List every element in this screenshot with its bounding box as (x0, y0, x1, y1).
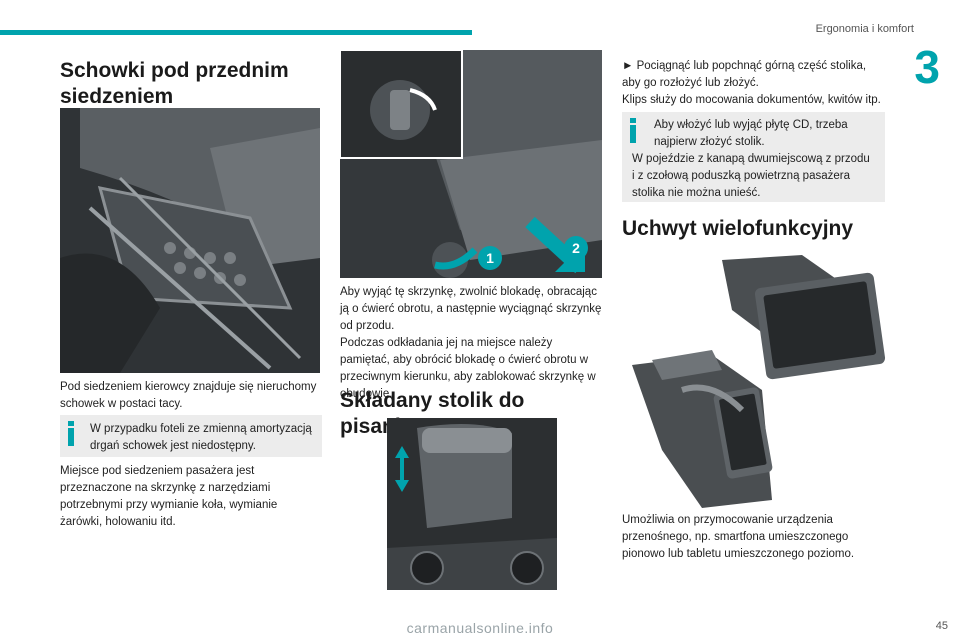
info-icon (630, 118, 636, 143)
under-seat-paragraph-2: Miejsce pod siedzeniem pasażera jest prz… (60, 465, 278, 528)
section-heading-multifunction-holder: Uchwyt wielofunkcyjny (622, 217, 854, 240)
header-accent-bar (0, 30, 472, 35)
callout-2: 2 (572, 240, 580, 256)
storage-box-paragraph-1: Aby wyjąć tę skrzynkę, zwolnić blokadę, … (340, 286, 602, 332)
note-text-line1: Aby włożyć lub wyjąć płytę CD, trzeba na… (654, 119, 848, 148)
callout-1: 1 (486, 250, 494, 266)
writing-table-instruction: ► Pociągnąć lub popchnąć górną część sto… (622, 58, 887, 92)
running-header: Ergonomia i komfort (815, 23, 914, 35)
instruction-text: Pociągnąć lub popchnąć górną część stoli… (622, 60, 867, 89)
page-number: 45 (935, 620, 948, 632)
chapter-number: 3 (914, 41, 940, 93)
multifunction-holder-paragraph: Umożliwia on przymocowanie urządzenia pr… (622, 514, 855, 560)
writing-table-illustration (387, 418, 557, 590)
under-seat-paragraph-1: Pod siedzeniem kierowcy znajduje się nie… (60, 381, 317, 410)
writing-table-image (387, 418, 557, 590)
multifunction-holder-image (622, 250, 886, 508)
storage-box-lock-illustration: 1 2 (340, 50, 602, 278)
info-icon (68, 421, 74, 446)
note-text: W przypadku foteli ze zmienną amortyzacj… (90, 423, 312, 452)
note-box-suspension: W przypadku foteli ze zmienną amortyzacj… (60, 415, 322, 457)
watermark: carmanualsonline.info (406, 620, 554, 636)
under-seat-tray-illustration (60, 108, 320, 373)
under-seat-tray-image (60, 108, 320, 373)
note-text-line2: W pojeździe z kanapą dwumiejscową z przo… (632, 153, 870, 199)
storage-box-paragraph-2: Podczas odkładania jej na miejsce należy… (340, 337, 596, 400)
storage-box-lock-image: 1 2 (340, 50, 602, 278)
note-box-cd: Aby włożyć lub wyjąć płytę CD, trzeba na… (622, 112, 885, 202)
section-heading-under-seat: Schowki pod przednim siedzeniem (60, 59, 289, 108)
clip-paragraph: Klips służy do mocowania dokumentów, kwi… (622, 94, 881, 106)
multifunction-holder-illustration (622, 250, 886, 508)
bullet-arrow-icon: ► (622, 60, 637, 72)
